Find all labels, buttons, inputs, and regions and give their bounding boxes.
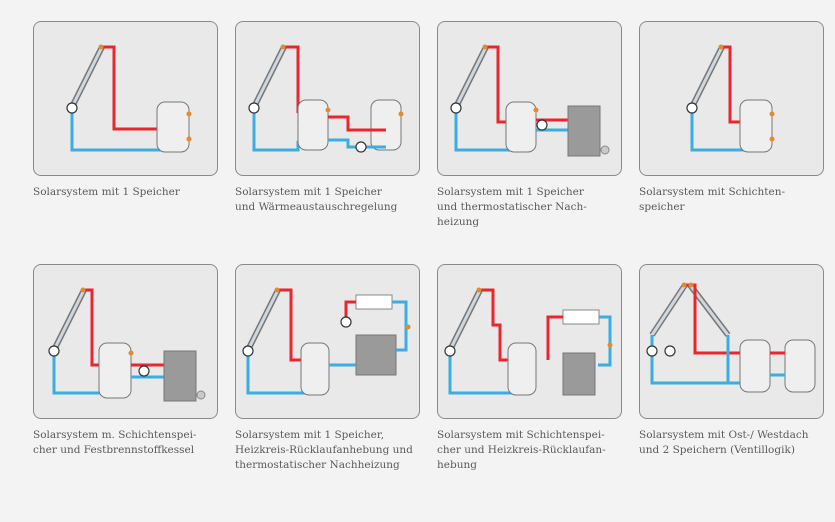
diagram-panel-5 xyxy=(33,264,218,419)
system-diagram-8 xyxy=(646,282,816,393)
system-caption-5: Solarsystem m. Schichtenspei- cher und F… xyxy=(33,429,197,456)
diagram-panel-1 xyxy=(33,21,218,176)
diagram-panel-6 xyxy=(235,264,420,419)
system-diagram-7 xyxy=(444,287,613,396)
system-caption-8: Solarsystem mit Ost-/ Westdach und 2 Spe… xyxy=(639,429,809,456)
diagram-panel-8 xyxy=(639,264,824,419)
diagram-panel-7 xyxy=(437,264,622,419)
diagram-panel-4 xyxy=(639,21,824,176)
system-diagram-4 xyxy=(686,44,775,153)
system-diagram-1 xyxy=(66,44,192,153)
system-diagram-3 xyxy=(450,44,610,157)
system-caption-1: Solarsystem mit 1 Speicher xyxy=(33,186,180,198)
system-diagram-6 xyxy=(242,287,411,396)
system-caption-6: Solarsystem mit 1 Speicher, Heizkreis-Rü… xyxy=(235,429,413,471)
system-diagram-2 xyxy=(248,44,404,153)
system-caption-4: Solarsystem mit Schichten- speicher xyxy=(639,186,786,213)
system-caption-3: Solarsystem mit 1 Speicher und thermosta… xyxy=(437,186,587,228)
diagram-panel-3 xyxy=(437,21,622,176)
system-caption-2: Solarsystem mit 1 Speicher und Wärmeaust… xyxy=(235,186,398,213)
system-diagram-5 xyxy=(48,287,206,402)
system-caption-7: Solarsystem mit Schichtenspei- cher und … xyxy=(437,429,606,471)
diagram-panel-2 xyxy=(235,21,420,176)
